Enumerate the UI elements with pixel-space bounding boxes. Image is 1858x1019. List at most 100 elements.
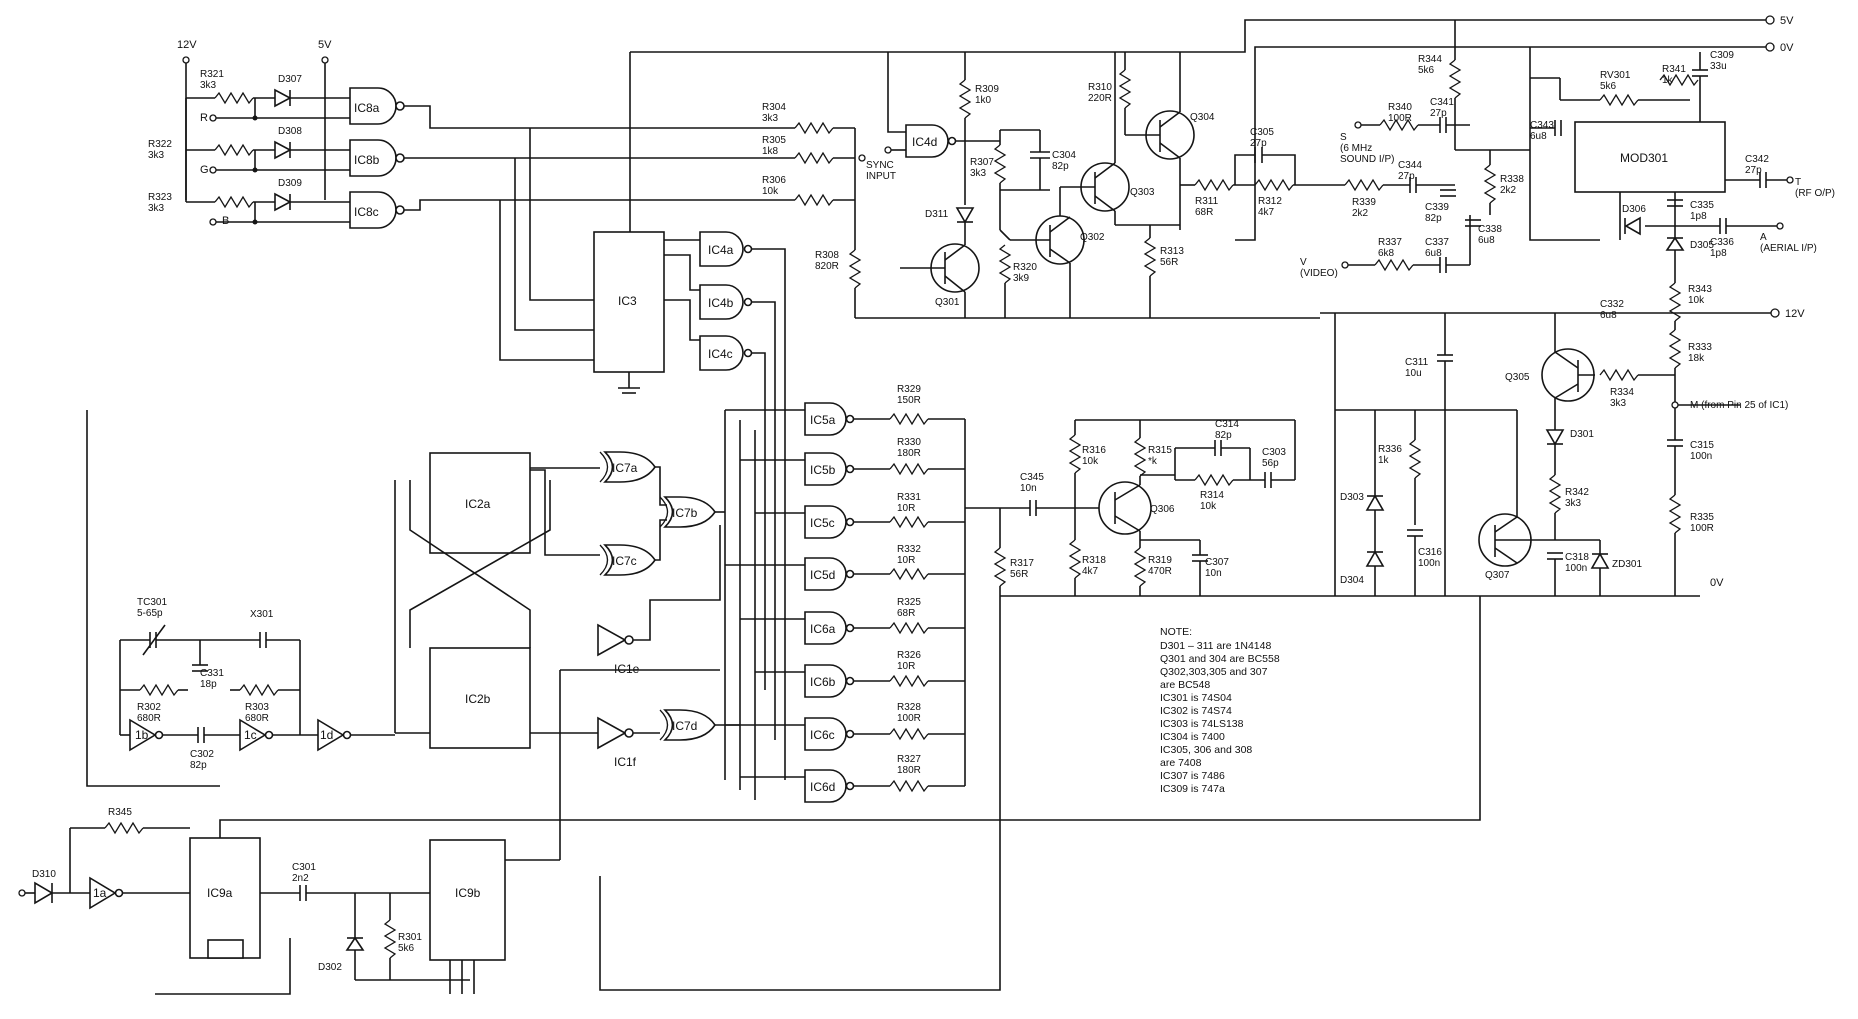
label-line: 4k7 xyxy=(1082,566,1099,577)
q305-label: Q305 xyxy=(1505,372,1530,383)
label-line: 27p xyxy=(1430,108,1447,119)
label-line: 180R xyxy=(897,448,921,459)
ic1e-label: IC1e xyxy=(614,662,640,676)
label-line: 10k xyxy=(1688,295,1705,306)
label-line: 5k6 xyxy=(1418,65,1435,76)
label-line: 1k xyxy=(1662,75,1674,86)
ic1f-label: IC1f xyxy=(614,755,637,769)
label-line: 3k3 xyxy=(148,150,165,161)
q302-label: Q302 xyxy=(1080,232,1105,243)
d304-label: D304 xyxy=(1340,575,1364,586)
label-line: 6k8 xyxy=(1378,248,1395,259)
label-line: (6 MHz xyxy=(1340,143,1372,154)
label-line: 820R xyxy=(815,261,839,272)
supply-12v-label: 12V xyxy=(177,39,197,51)
input-r-label: R xyxy=(200,112,208,124)
ic5c-label: IC5c xyxy=(810,516,835,530)
g1c-label: 1c xyxy=(244,728,257,742)
label-line: 2n2 xyxy=(292,873,309,884)
label-line: 470R xyxy=(1148,566,1172,577)
ic2b-label: IC2b xyxy=(465,692,491,706)
label-line: 5k6 xyxy=(398,943,415,954)
video-input-label: V(VIDEO) xyxy=(1300,257,1338,279)
label-line: 2k2 xyxy=(1352,208,1369,219)
label-line: 82p xyxy=(1425,213,1442,224)
out-0v-label: 0V xyxy=(1780,42,1794,54)
label-line: 100R xyxy=(1388,113,1412,124)
label-line: 3k3 xyxy=(200,80,217,91)
label-line: 33u xyxy=(1710,61,1727,72)
ic2a-label: IC2a xyxy=(465,497,491,511)
label-line: 6u8 xyxy=(1600,310,1617,321)
ic4c-label: IC4c xyxy=(708,347,733,361)
label-line: *k xyxy=(1148,456,1158,467)
label-line: 3k3 xyxy=(148,203,165,214)
ic4a-label: IC4a xyxy=(708,243,734,257)
d302-label: D302 xyxy=(318,962,342,973)
d311-label: D311 xyxy=(925,209,949,220)
label-line: 10R xyxy=(897,555,915,566)
note-line: D301 – 311 are 1N4148 xyxy=(1160,640,1271,652)
d301-label: D301 xyxy=(1570,429,1594,440)
label-line: 10k xyxy=(1200,501,1217,512)
ic6b-label: IC6b xyxy=(810,675,836,689)
label-line: 27p xyxy=(1745,165,1762,176)
m-input-label: M (from Pin 25 of IC1) xyxy=(1690,400,1788,411)
label-line: (AERIAL I/P) xyxy=(1760,243,1817,254)
d308-label: D308 xyxy=(278,126,302,137)
mod301-label: MOD301 xyxy=(1620,151,1668,165)
label-line: 82p xyxy=(190,760,207,771)
ic7d-label: IC7d xyxy=(672,719,697,733)
input-b-label: B xyxy=(222,215,229,227)
note-line: IC302 is 74S74 xyxy=(1160,705,1232,717)
label-line: 56p xyxy=(1262,458,1279,469)
ic3-block: IC3 xyxy=(499,52,700,394)
label-line: 3k3 xyxy=(1565,498,1582,509)
q301-label: Q301 xyxy=(935,297,960,308)
x301-label: X301 xyxy=(250,609,274,620)
g1a-label: 1a xyxy=(93,886,107,900)
ic8c-label: IC8c xyxy=(354,205,379,219)
label-line: 1p8 xyxy=(1710,248,1727,259)
note-line: IC301 is 74S04 xyxy=(1160,692,1232,704)
label-line: 82p xyxy=(1052,161,1069,172)
label-line: 680R xyxy=(245,713,269,724)
label-line: 4k7 xyxy=(1258,207,1275,218)
label-line: 18p xyxy=(200,679,217,690)
ic5b-label: IC5b xyxy=(810,463,836,477)
